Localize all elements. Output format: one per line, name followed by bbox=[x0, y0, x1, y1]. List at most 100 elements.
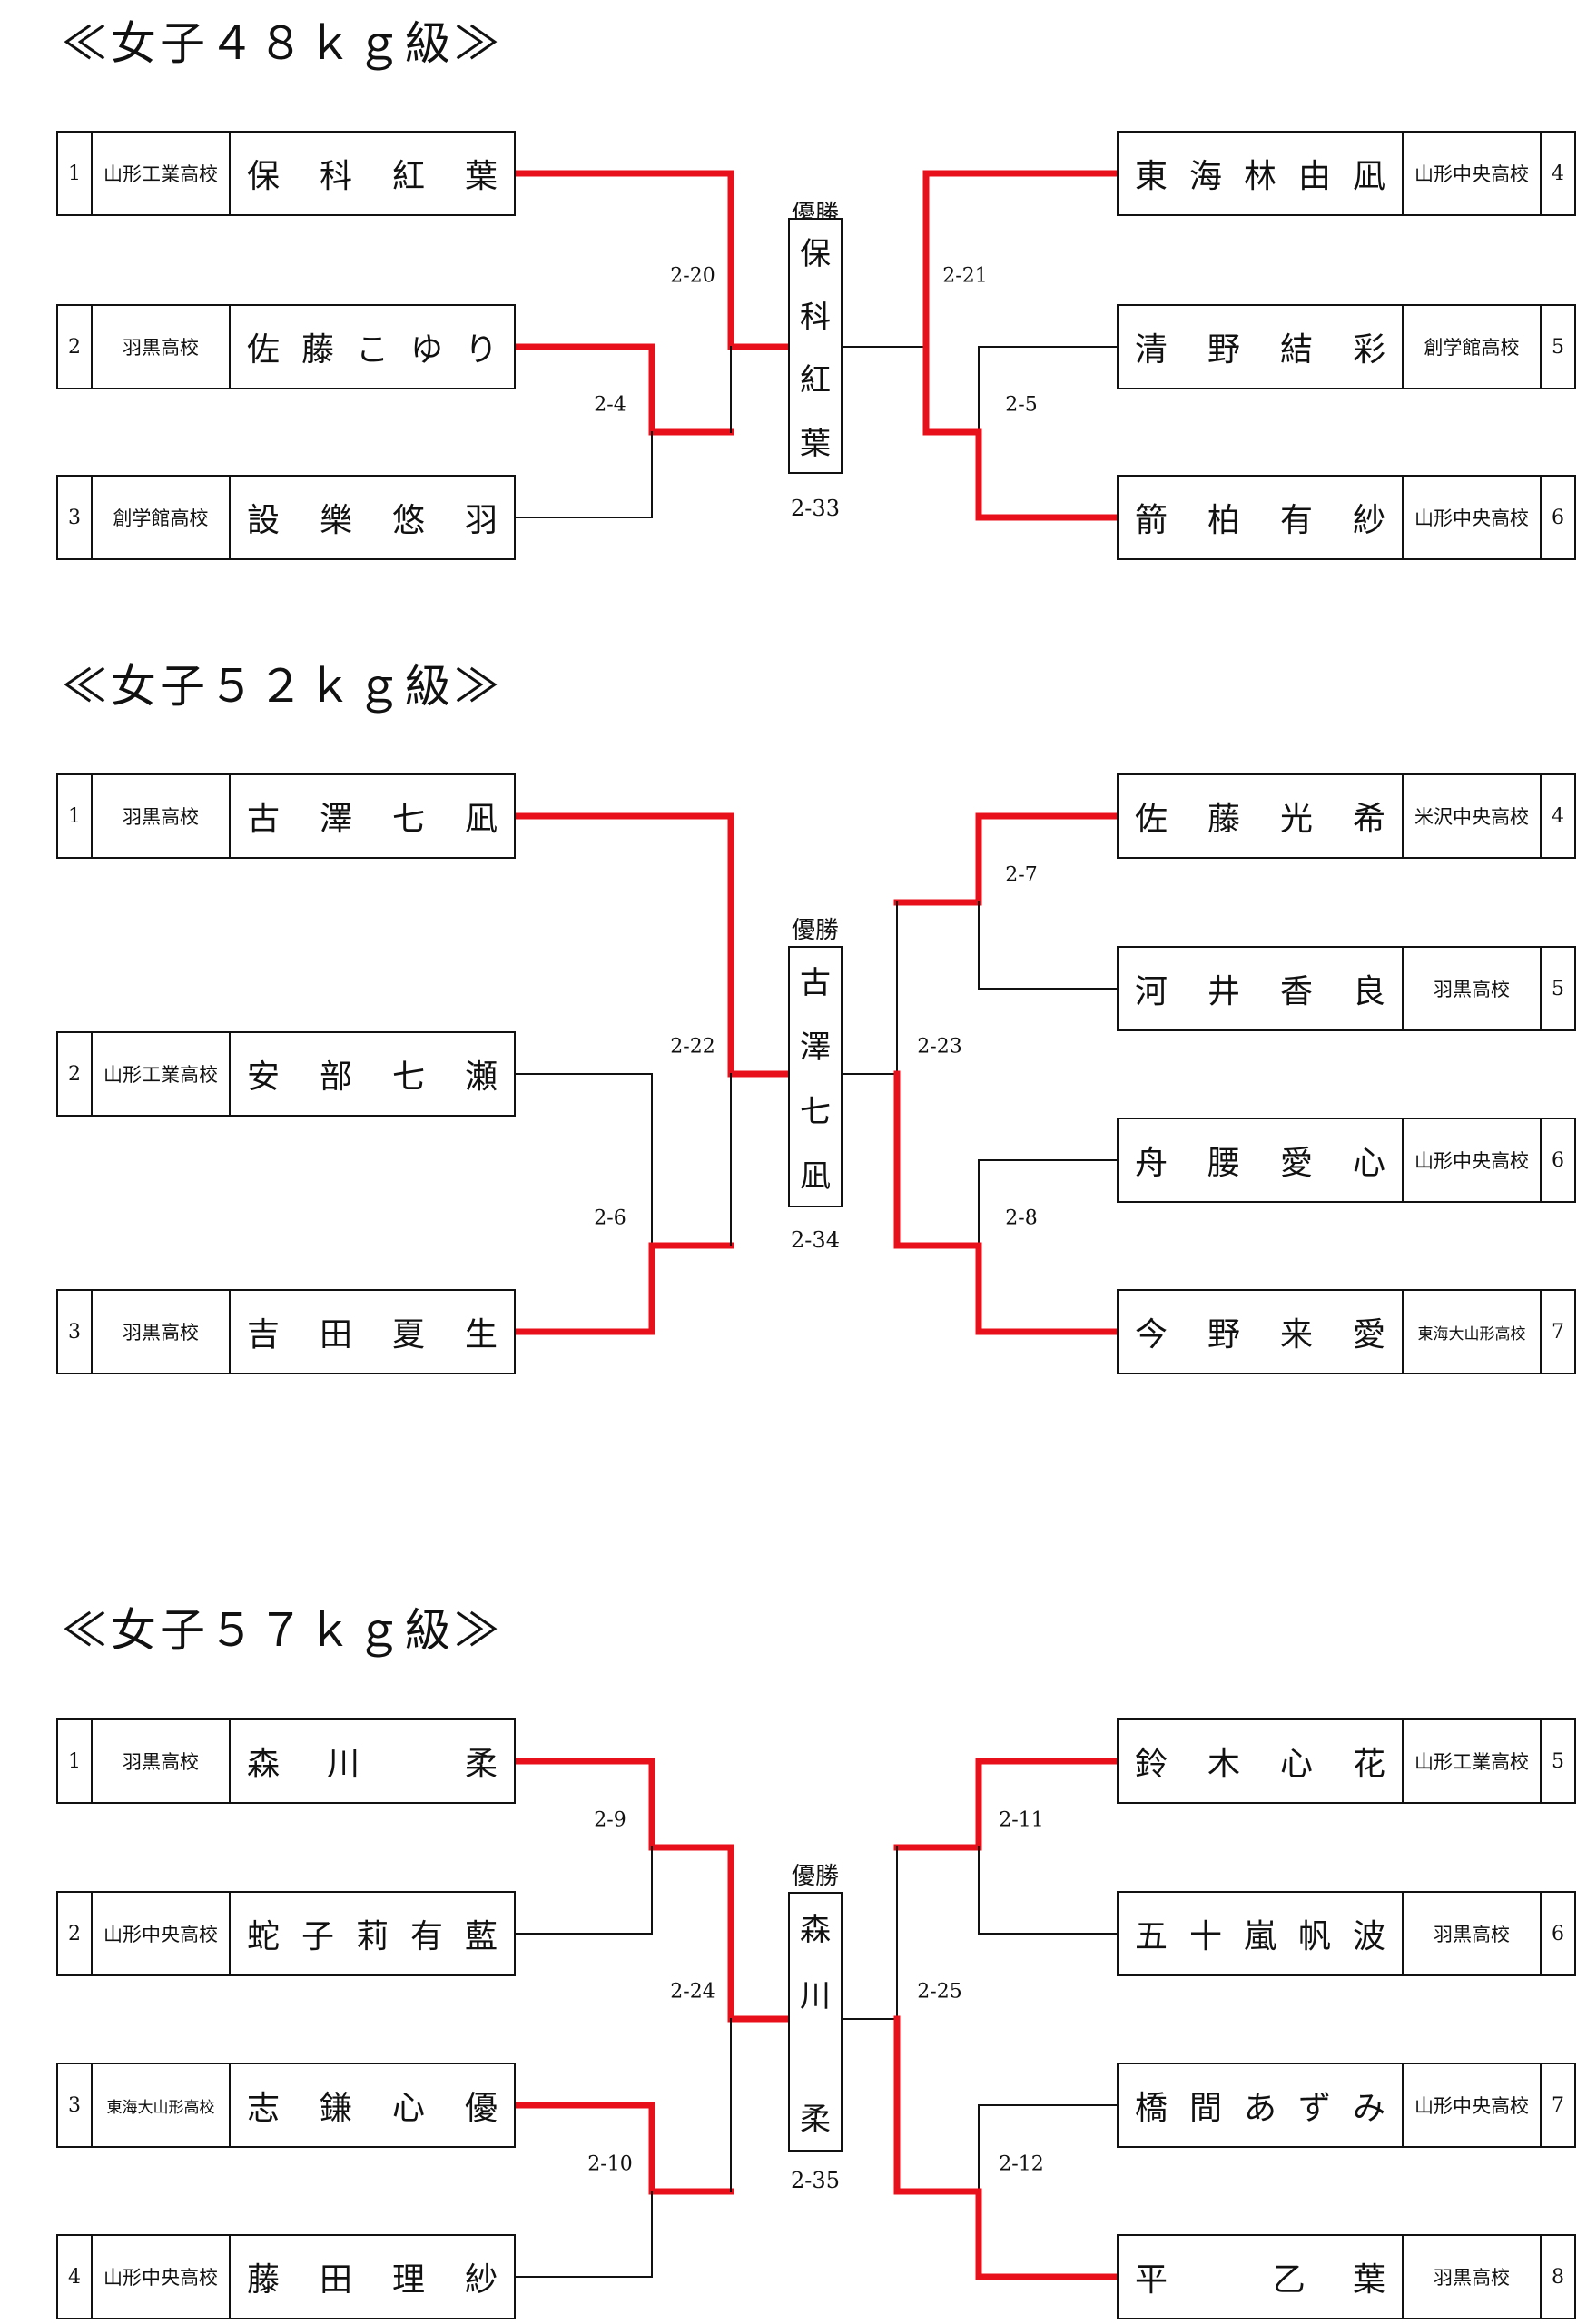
name-char: 十 bbox=[1188, 1918, 1222, 1955]
weight-class-title: ≪女子５７ｋｇ級≫ bbox=[62, 1604, 503, 1657]
seed-number: 1 bbox=[58, 1720, 93, 1802]
name-char: 心 bbox=[391, 2090, 425, 2127]
name-char: 来 bbox=[1279, 1316, 1313, 1354]
name-char: 紗 bbox=[464, 2261, 498, 2299]
athlete-name: 舟腰愛心 bbox=[1119, 1119, 1404, 1201]
name-char: 希 bbox=[1352, 801, 1385, 838]
name-char: 柔 bbox=[464, 1746, 498, 1783]
name-char: 井 bbox=[1207, 973, 1240, 1010]
name-char: 羽 bbox=[464, 502, 498, 539]
athlete-name: 保科紅葉 bbox=[231, 133, 514, 214]
champion-char: 川 bbox=[800, 1977, 831, 2014]
name-char: 子 bbox=[301, 1918, 334, 1955]
seed-number: 2 bbox=[58, 306, 93, 388]
name-char: 河 bbox=[1135, 973, 1168, 1010]
weight-class-title: ≪女子５２ｋｇ級≫ bbox=[62, 660, 503, 713]
athlete-name: 橋間あずみ bbox=[1119, 2064, 1404, 2146]
match-number: 2-21 bbox=[942, 264, 988, 288]
name-char: 帆 bbox=[1297, 1918, 1331, 1955]
name-char: 佐 bbox=[1135, 801, 1168, 838]
name-char: 花 bbox=[1352, 1746, 1385, 1783]
name-char: 橋 bbox=[1135, 2090, 1168, 2127]
champion-char: 柔 bbox=[800, 2102, 831, 2139]
seed-number: 5 bbox=[1552, 977, 1564, 1000]
name-char: 東 bbox=[1135, 158, 1168, 195]
name-char: こ bbox=[355, 331, 389, 369]
name-char bbox=[1215, 2259, 1225, 2296]
seed-number: 3 bbox=[58, 2064, 93, 2146]
champion-name-box: 古澤七凪 bbox=[788, 946, 843, 1207]
seed-number: 3 bbox=[58, 477, 93, 558]
final-match-number: 2-34 bbox=[791, 1227, 840, 1253]
school-name: 羽黒高校 bbox=[1404, 2236, 1542, 2318]
name-char: 藍 bbox=[464, 1918, 498, 1955]
name-char: 木 bbox=[1207, 1746, 1240, 1783]
seed-number: 4 bbox=[1552, 162, 1564, 185]
school-name: 東海大山形高校 bbox=[93, 2064, 231, 2146]
champion-char: 森 bbox=[800, 1911, 831, 1948]
athlete-name: 鈴木心花 bbox=[1119, 1720, 1404, 1802]
seed-number: 5 bbox=[1552, 335, 1564, 359]
name-char: 田 bbox=[319, 2261, 352, 2299]
school-name: 山形工業高校 bbox=[93, 133, 231, 214]
champion-char: 葉 bbox=[800, 425, 831, 462]
name-char: あ bbox=[1243, 2090, 1276, 2127]
name-char: 部 bbox=[319, 1059, 352, 1096]
name-char: 心 bbox=[1279, 1746, 1313, 1783]
name-char: 心 bbox=[1352, 1145, 1385, 1182]
name-char: 紅 bbox=[391, 158, 425, 195]
name-char: 安 bbox=[247, 1059, 281, 1096]
school-name: 山形中央高校 bbox=[1404, 1119, 1542, 1201]
match-number: 2-10 bbox=[587, 2152, 633, 2176]
final-match-number: 2-33 bbox=[791, 496, 840, 521]
seed-number: 5 bbox=[1552, 1749, 1564, 1773]
name-char: 生 bbox=[464, 1316, 498, 1354]
champion-char: 保 bbox=[800, 236, 831, 273]
seed-number: 4 bbox=[58, 2236, 93, 2318]
name-char: 結 bbox=[1279, 331, 1313, 369]
name-char: 五 bbox=[1135, 1918, 1168, 1955]
weight-class-title: ≪女子４８ｋｇ級≫ bbox=[62, 17, 503, 70]
school-name: 山形中央高校 bbox=[1404, 133, 1542, 214]
match-number: 2-25 bbox=[917, 1980, 962, 2004]
seed-number: 1 bbox=[58, 775, 93, 857]
name-char: 藤 bbox=[301, 331, 334, 369]
name-char: 柏 bbox=[1207, 502, 1240, 539]
athlete-name: 佐藤光希 bbox=[1119, 775, 1404, 857]
athlete-name: 藤田理紗 bbox=[231, 2236, 514, 2318]
name-char: 悠 bbox=[391, 502, 425, 539]
match-number: 2-11 bbox=[999, 1808, 1044, 1832]
name-char: 蛇 bbox=[247, 1918, 281, 1955]
name-char: 清 bbox=[1135, 331, 1168, 369]
champion-char bbox=[811, 2036, 821, 2073]
name-char: 野 bbox=[1207, 1316, 1240, 1354]
name-char bbox=[407, 1743, 417, 1780]
name-char: 光 bbox=[1279, 801, 1313, 838]
match-number: 2-7 bbox=[1005, 863, 1038, 887]
athlete-name: 佐藤こゆり bbox=[231, 306, 514, 388]
school-name: 羽黒高校 bbox=[93, 1291, 231, 1373]
name-char: 良 bbox=[1352, 973, 1385, 1010]
name-char: 七 bbox=[391, 1059, 425, 1096]
athlete-name: 森川 柔 bbox=[231, 1720, 514, 1802]
name-char: 藤 bbox=[247, 2261, 281, 2299]
name-char: 腰 bbox=[1207, 1145, 1240, 1182]
seed-number: 1 bbox=[58, 133, 93, 214]
name-char: 彩 bbox=[1352, 331, 1385, 369]
champion-char: 紅 bbox=[800, 362, 831, 399]
match-number: 2-9 bbox=[594, 1808, 626, 1832]
final-match-number: 2-35 bbox=[791, 2168, 840, 2193]
name-char: り bbox=[464, 331, 498, 369]
name-char: 樂 bbox=[319, 502, 352, 539]
athlete-name: 五十嵐帆波 bbox=[1119, 1893, 1404, 1974]
name-char: 愛 bbox=[1352, 1316, 1385, 1354]
name-char: ず bbox=[1297, 2090, 1331, 2127]
